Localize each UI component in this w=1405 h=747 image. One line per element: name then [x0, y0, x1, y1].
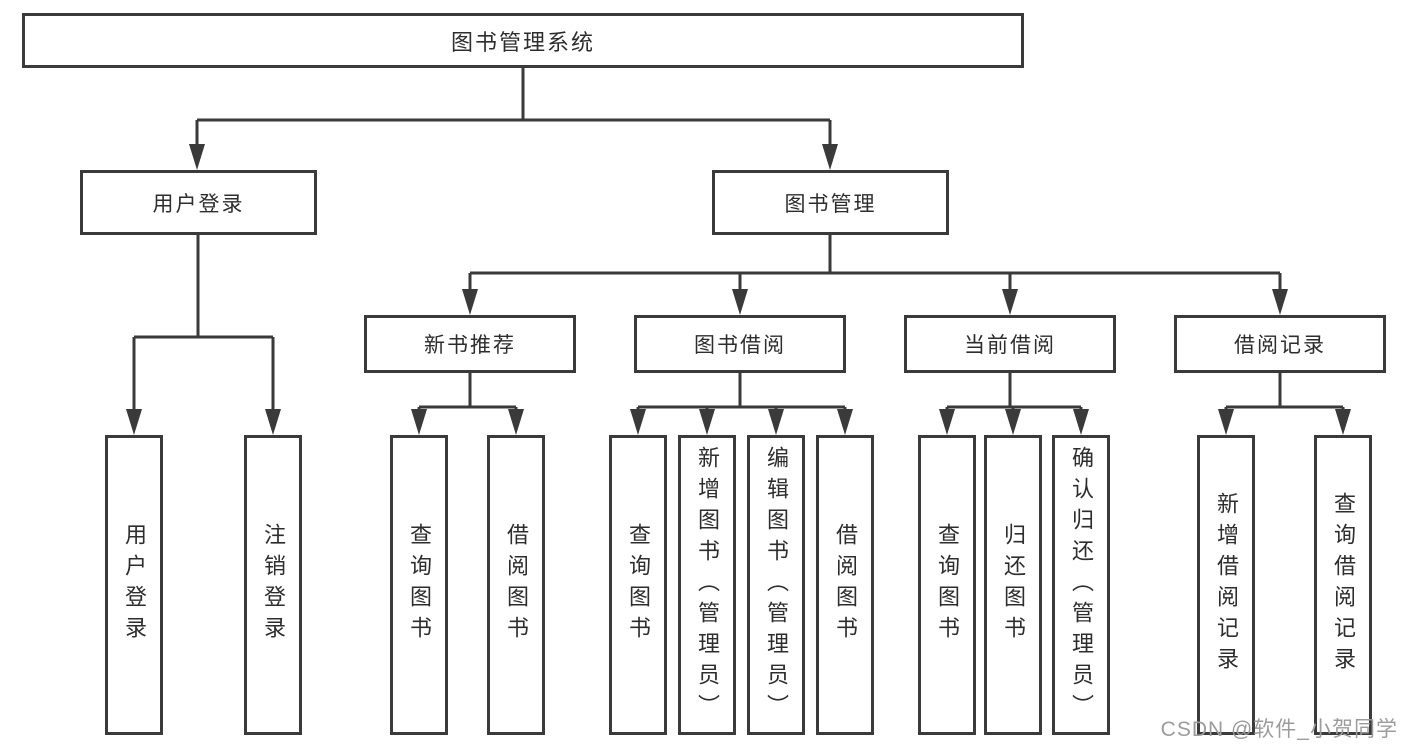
- leaf-edit-books-admin: 编辑图书（管理员）: [747, 435, 805, 735]
- leaf-label: 查询图书: [626, 523, 651, 647]
- leaf-label: 借阅图书: [833, 523, 858, 647]
- leaf-add-books-admin: 新增图书（管理员）: [678, 435, 736, 735]
- leaf-borrow-books-recommend: 借阅图书: [487, 435, 545, 735]
- leaf-add-borrow-record: 新增借阅记录: [1197, 435, 1255, 735]
- leaf-logout: 注销登录: [244, 435, 302, 735]
- node-system-root: 图书管理系统: [22, 13, 1024, 68]
- node-label: 用户登录: [152, 192, 245, 216]
- leaf-confirm-return-admin: 确认归还（管理员）: [1052, 435, 1110, 735]
- leaf-label: 归还图书: [1001, 523, 1026, 647]
- node-label: 新书推荐: [424, 334, 516, 357]
- leaf-label: 借阅图书: [504, 523, 529, 647]
- leaf-label: 查询图书: [935, 523, 960, 647]
- leaf-label: 用户登录: [122, 523, 147, 647]
- leaf-label: 查询图书: [407, 523, 432, 647]
- leaf-label: 新增图书（管理员）: [695, 445, 720, 725]
- leaf-query-borrow-record: 查询借阅记录: [1314, 435, 1372, 735]
- node-book-management-branch: 图书管理: [712, 170, 949, 235]
- leaf-label: 注销登录: [261, 523, 286, 647]
- node-new-book-recommend: 新书推荐: [364, 315, 576, 373]
- leaf-label: 新增借阅记录: [1214, 492, 1239, 678]
- leaf-label: 查询借阅记录: [1331, 492, 1356, 678]
- node-label: 图书借阅: [694, 334, 786, 357]
- node-borrow-records: 借阅记录: [1174, 315, 1386, 373]
- leaf-query-books-recommend: 查询图书: [390, 435, 448, 735]
- node-user-login-branch: 用户登录: [80, 170, 317, 235]
- node-label: 图书管理: [784, 192, 877, 216]
- leaf-label: 编辑图书（管理员）: [764, 445, 789, 725]
- leaf-query-books-borrow: 查询图书: [609, 435, 667, 735]
- node-label: 图书管理系统: [450, 29, 595, 55]
- leaf-borrow-books: 借阅图书: [816, 435, 874, 735]
- node-current-borrow: 当前借阅: [904, 315, 1116, 373]
- node-label: 借阅记录: [1234, 334, 1326, 357]
- leaf-label: 确认归还（管理员）: [1069, 445, 1094, 725]
- leaf-query-books-current: 查询图书: [918, 435, 976, 735]
- node-label: 当前借阅: [964, 334, 1056, 357]
- leaf-user-login: 用户登录: [105, 435, 163, 735]
- node-book-borrow: 图书借阅: [634, 315, 846, 373]
- leaf-return-books: 归还图书: [984, 435, 1042, 735]
